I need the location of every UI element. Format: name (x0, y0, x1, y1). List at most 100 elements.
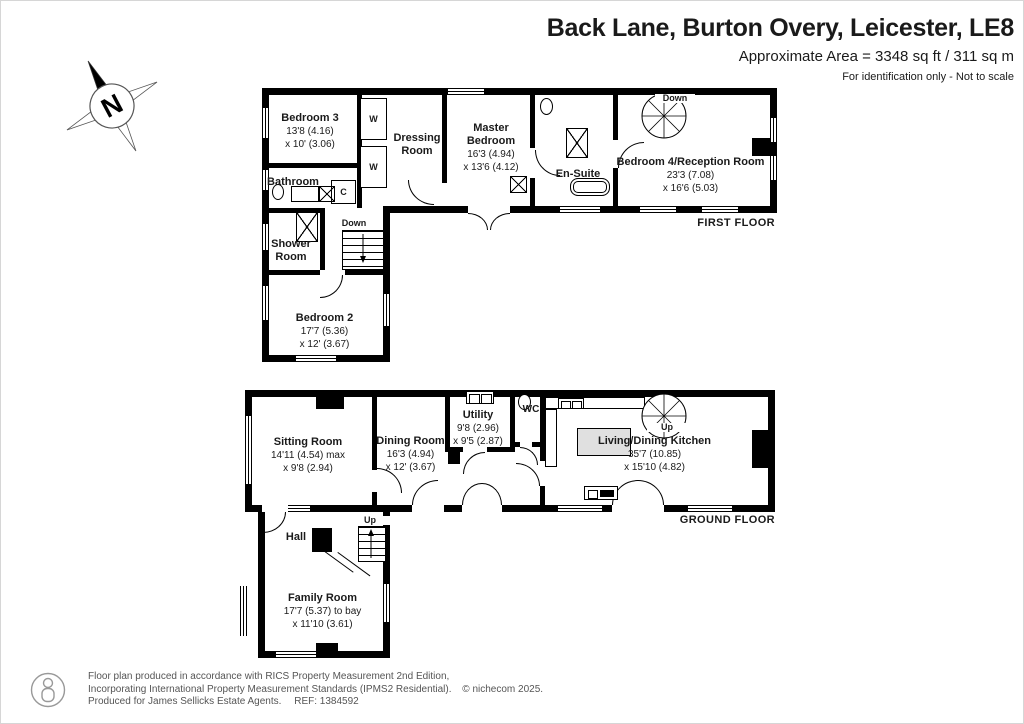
stairs-up-label: Up (647, 423, 687, 432)
stairs-up-label: Up (350, 516, 390, 525)
room-dim: 13'8 (4.16) (286, 126, 334, 138)
door-arc (482, 483, 502, 505)
wall (258, 512, 265, 658)
footer-reference: REF: 1384592 (294, 696, 359, 707)
chimney-breast (752, 138, 770, 156)
window (558, 505, 602, 512)
room-name: Sitting Room (273, 436, 343, 448)
room-dim: 17'7 (5.36) (300, 326, 349, 338)
door-opening (462, 505, 502, 512)
footer-line-1: Floor plan produced in accordance with R… (88, 671, 450, 682)
sink-bowl (469, 394, 480, 404)
room-name: Dressing Room (393, 132, 441, 158)
footer-line-3: Produced for James Sellicks Estate Agent… (88, 696, 543, 709)
wardrobe-label: W (369, 162, 378, 172)
wardrobe-label: W (369, 114, 378, 124)
door-arc (638, 480, 664, 505)
window (383, 584, 390, 622)
door-arc (263, 512, 286, 533)
chimney-breast (316, 397, 344, 409)
compass-north-icon: N (66, 60, 158, 152)
wall (442, 88, 447, 183)
shower-fixture (510, 176, 527, 193)
toilet-fixture (518, 394, 531, 410)
room-label-shower-room: Shower Room (262, 238, 320, 264)
wall (540, 486, 545, 512)
door-arc (516, 463, 540, 486)
wall (262, 208, 325, 213)
wall (613, 88, 618, 140)
wall-block (448, 452, 460, 464)
window (770, 118, 777, 142)
kitchen-counter (545, 409, 557, 467)
wall (532, 442, 545, 447)
spiral-staircase (641, 93, 687, 139)
window (296, 355, 336, 362)
door-opening (468, 206, 510, 213)
wall (245, 505, 390, 512)
wall (383, 505, 390, 658)
window (266, 505, 310, 512)
room-dim: x 10' (3.06) (285, 139, 335, 151)
wall (613, 168, 618, 206)
bath-fixture (291, 186, 319, 202)
window (702, 206, 738, 213)
room-dim: 9'8 (2.96) (457, 423, 499, 435)
door-arc (463, 452, 485, 474)
window (560, 206, 600, 213)
disclaimer: For identification only - Not to scale (842, 71, 1014, 83)
wardrobe-fixture: W (360, 146, 387, 188)
kitchen-sink-fixture (558, 398, 584, 409)
hob (588, 490, 598, 499)
room-name: WC (522, 404, 540, 415)
sink-bowl (572, 401, 582, 409)
room-dim: 23'3 (7.08) (666, 170, 715, 182)
room-dim: x 15'10 (4.82) (624, 462, 685, 474)
wall (530, 88, 535, 148)
window (770, 156, 777, 180)
room-label-sitting-room: Sitting Room 14'11 (4.54) max x 9'8 (2.9… (252, 436, 364, 475)
stairs-arrow-icon (368, 529, 374, 558)
door-arc (412, 480, 438, 505)
room-label-wc: WC (514, 404, 548, 416)
window (276, 651, 316, 658)
kitchen-island (577, 428, 631, 456)
room-name: Bedroom 4/Reception Room (616, 156, 765, 168)
door-arc (408, 180, 434, 205)
room-name: Bathroom (267, 176, 319, 188)
first-floor-label: FIRST FLOOR (697, 217, 775, 229)
room-dim: 14'11 (4.54) max (271, 450, 345, 462)
stairs-arrow-icon (360, 234, 366, 263)
room-dim: 16'3 (4.94) (467, 149, 515, 161)
wall (372, 492, 377, 512)
wall (262, 88, 777, 95)
toilet-fixture (272, 184, 284, 200)
room-label-master-bedroom: Master Bedroom 16'3 (4.94) x 13'6 (4.12) (454, 122, 528, 174)
room-dim: x 9'5 (2.87) (453, 436, 503, 448)
room-dim: x 12' (3.67) (299, 339, 350, 351)
window (640, 206, 676, 213)
room-label-kitchen: Living/Dining Kitchen 35'7 (10.85) x 15'… (572, 435, 737, 474)
wall (530, 178, 535, 206)
window (245, 416, 252, 484)
door-opening (262, 505, 288, 512)
wall (510, 390, 515, 452)
wall (768, 390, 775, 512)
door-arc (468, 213, 488, 230)
room-dim: x 13'6 (4.12) (463, 162, 519, 174)
wall (510, 442, 520, 447)
room-name: Dining Room (376, 435, 445, 447)
footer-line-2: Incorporating International Property Mea… (88, 684, 543, 697)
room-name: Hall (285, 531, 307, 543)
wall (540, 390, 545, 461)
window (383, 294, 390, 326)
room-label-bedroom-3: Bedroom 3 13'8 (4.16) x 10' (3.06) (258, 112, 362, 151)
range-cooker-fixture (584, 486, 618, 500)
oven (600, 490, 614, 497)
wardrobe-fixture: W (360, 98, 387, 140)
wall (445, 447, 463, 452)
room-name: Bedroom 3 (281, 112, 339, 124)
approximate-area: Approximate Area = 3348 sq ft / 311 sq m (738, 48, 1014, 65)
window (262, 286, 269, 320)
